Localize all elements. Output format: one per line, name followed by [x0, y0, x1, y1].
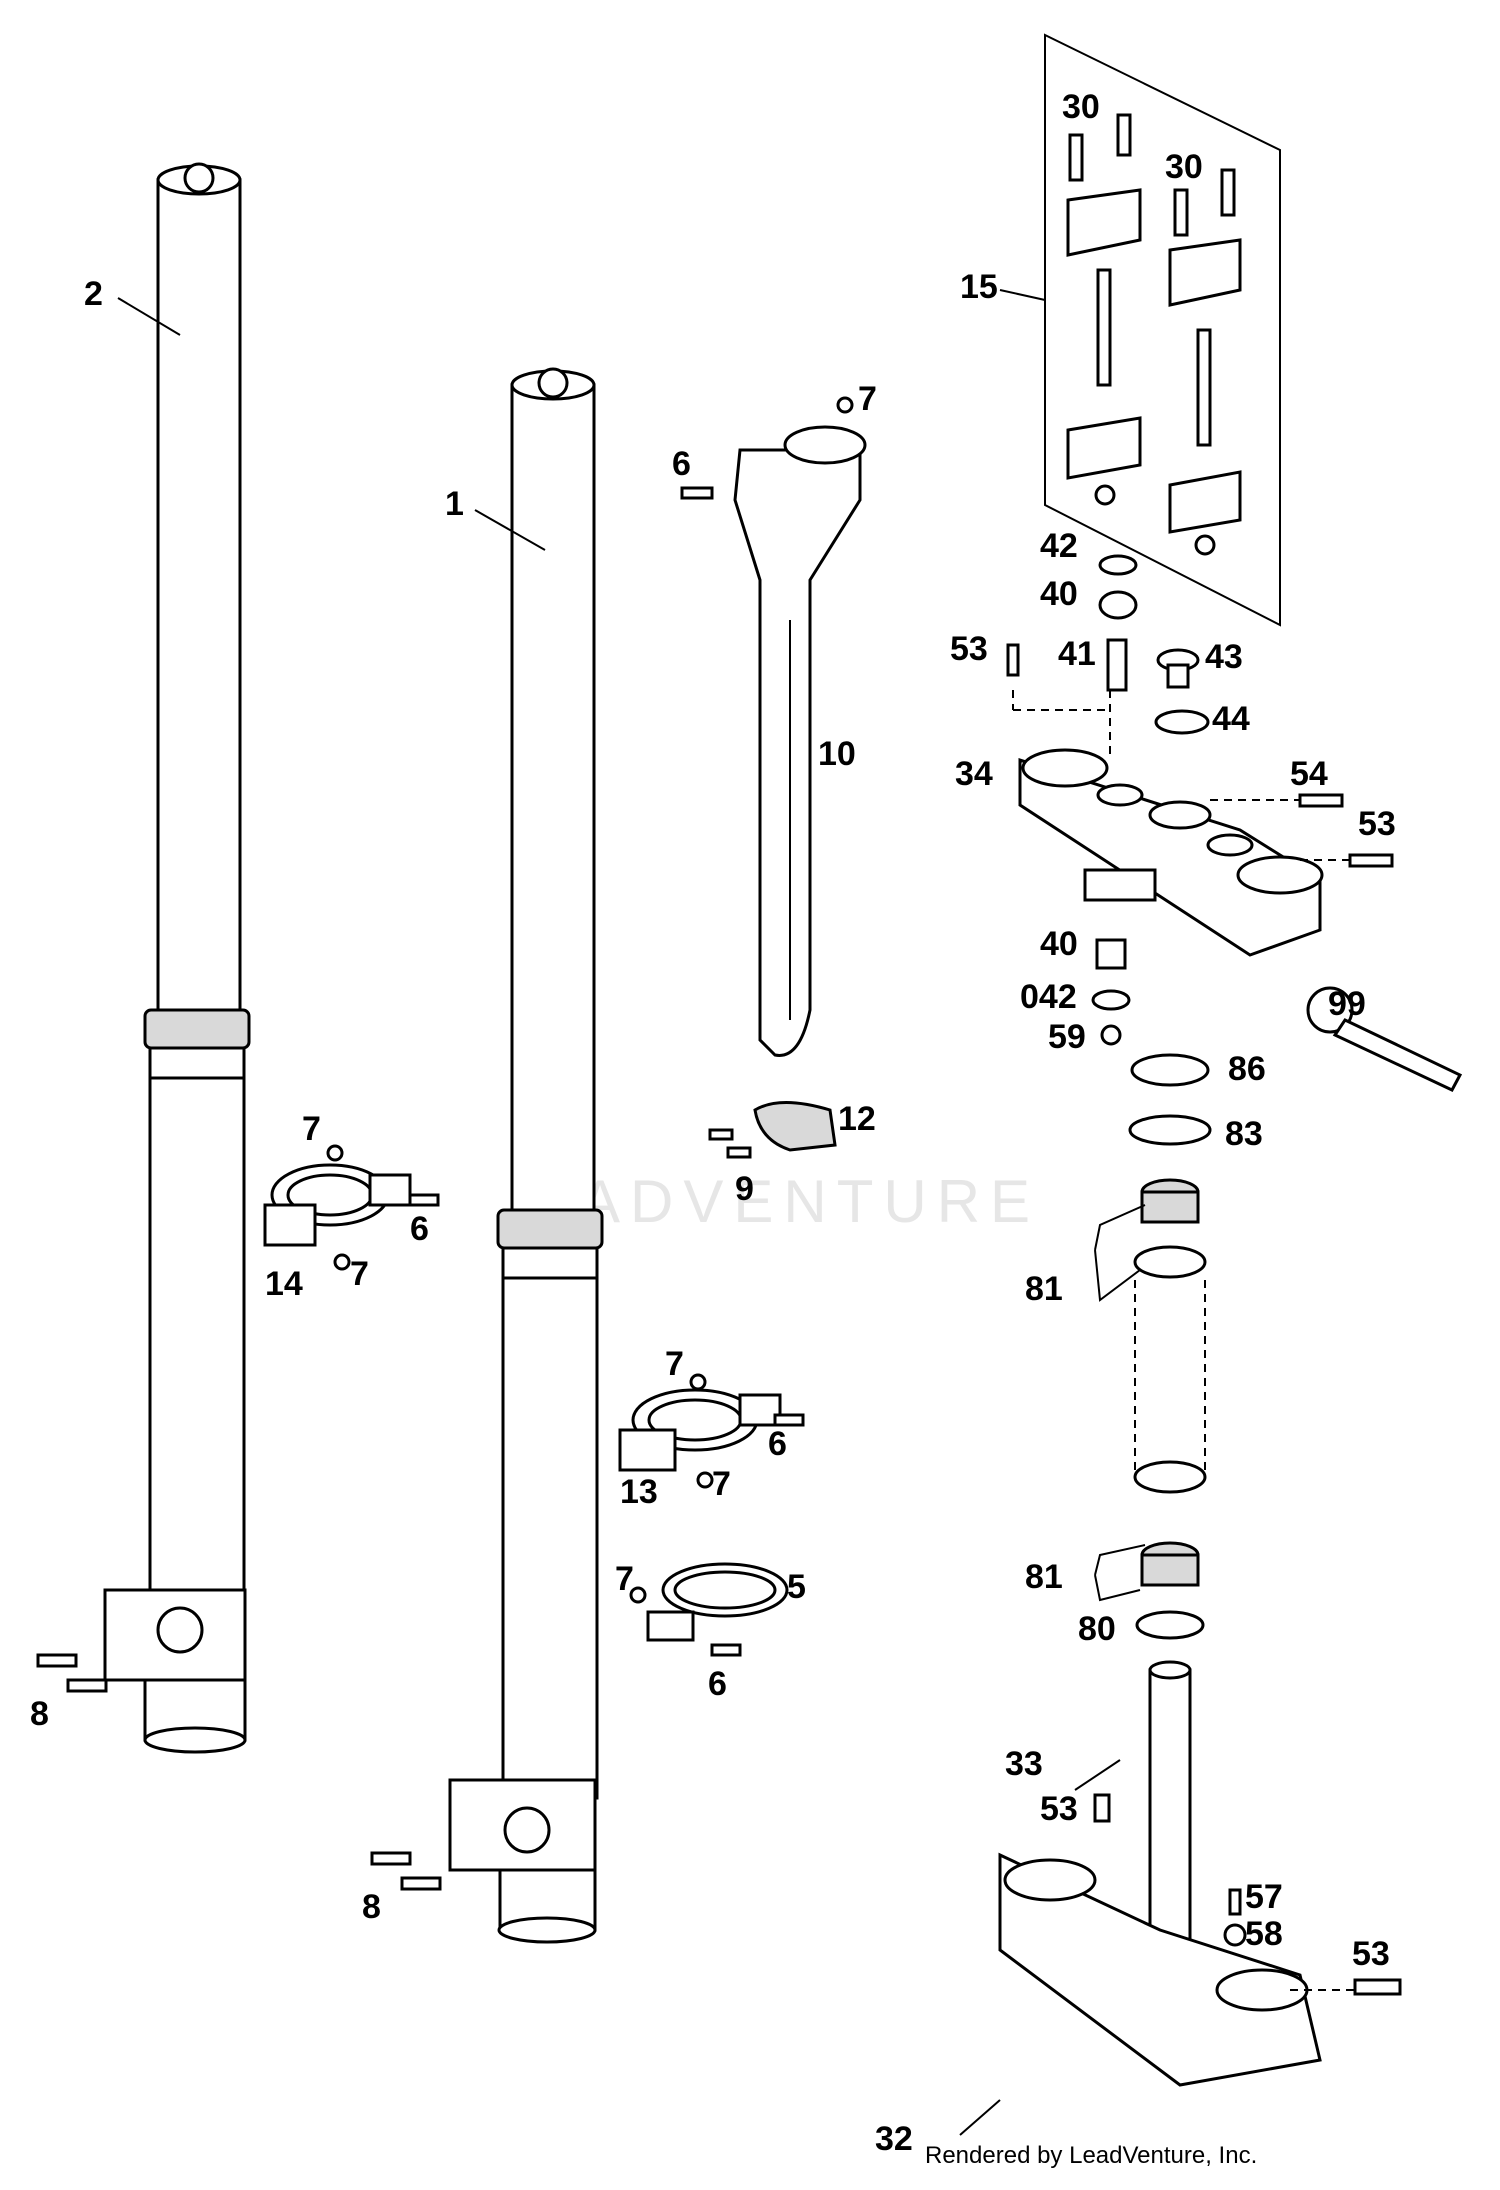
leader-lines: [117, 289, 1146, 2136]
callout-15: 15: [960, 268, 998, 306]
top-small-parts: [1006, 554, 1210, 735]
callout-83: 83: [1225, 1115, 1263, 1153]
callout-6d: 6: [708, 1665, 727, 1703]
callout-59: 59: [1048, 1018, 1086, 1056]
callout-86: 86: [1228, 1050, 1266, 1088]
steering-bearings: [1091, 938, 1212, 1640]
credit-text: Rendered by LeadVenture, Inc.: [925, 2142, 1257, 2169]
callout-6b: 6: [410, 1210, 429, 1248]
callout-7e: 7: [712, 1465, 731, 1503]
callout-7d: 7: [665, 1345, 684, 1383]
callout-53d: 53: [1352, 1935, 1390, 1973]
callout-32: 32: [875, 2120, 913, 2158]
callout-2: 2: [84, 275, 103, 313]
callout-6a: 6: [672, 445, 691, 483]
handlebar-clamp-kit-15[interactable]: [1044, 33, 1281, 627]
callout-81b: 81: [1025, 1558, 1063, 1596]
callout-12: 12: [838, 1100, 876, 1138]
callout-99: 99: [1328, 985, 1366, 1023]
clamp-5[interactable]: [646, 1562, 789, 1642]
watermark-text: EADVENTURE: [530, 1168, 1040, 1235]
callout-13: 13: [620, 1473, 658, 1511]
callout-30a: 30: [1062, 88, 1100, 126]
callout-7b: 7: [302, 1110, 321, 1148]
clamp-13[interactable]: [618, 1388, 782, 1472]
callout-34: 34: [955, 755, 993, 793]
callout-40a: 40: [1040, 575, 1078, 613]
callout-58: 58: [1245, 1915, 1283, 1953]
callout-44: 44: [1212, 700, 1250, 738]
callout-40b: 40: [1040, 925, 1078, 963]
fork-leg-1[interactable]: [448, 367, 604, 1944]
callout-14: 14: [265, 1265, 303, 1303]
callout-57: 57: [1245, 1878, 1283, 1916]
callout-80: 80: [1078, 1610, 1116, 1648]
callout-7a: 7: [858, 380, 877, 418]
wrench-99[interactable]: [1306, 986, 1463, 1092]
callout-43: 43: [1205, 638, 1243, 676]
bolts: [36, 396, 854, 1891]
callout-42: 42: [1040, 527, 1078, 565]
callout-53a: 53: [950, 630, 988, 668]
callout-10: 10: [818, 735, 856, 773]
callout-5: 5: [787, 1568, 806, 1606]
upper-bolts: [1012, 690, 1394, 868]
lower-triple-clamp-32[interactable]: [998, 1660, 1402, 2087]
fork-leg-2[interactable]: [103, 162, 251, 1754]
callout-8b: 8: [362, 1888, 381, 1926]
callout-1: 1: [445, 485, 464, 523]
callout-7c: 7: [350, 1255, 369, 1293]
callout-6c: 6: [768, 1425, 787, 1463]
callout-labels: 2 1 7 6 10 12 9 7 6 14 7 7 6 13 7 7 5 6 …: [30, 88, 1396, 2158]
callout-81a: 81: [1025, 1270, 1063, 1308]
callout-30b: 30: [1165, 148, 1203, 186]
callout-53c: 53: [1040, 1790, 1078, 1828]
fork-guard-10[interactable]: [733, 425, 867, 1057]
callout-042: 042: [1020, 978, 1077, 1016]
part-12-shape[interactable]: [753, 1101, 837, 1152]
callout-8a: 8: [30, 1695, 49, 1733]
clamp-14[interactable]: [263, 1163, 412, 1247]
callout-33: 33: [1005, 1745, 1043, 1783]
callout-54: 54: [1290, 755, 1328, 793]
callout-9: 9: [735, 1170, 754, 1208]
callout-7f: 7: [615, 1560, 634, 1598]
callout-41: 41: [1058, 635, 1096, 673]
callout-53b: 53: [1358, 805, 1396, 843]
upper-triple-clamp-34[interactable]: [1018, 748, 1324, 957]
